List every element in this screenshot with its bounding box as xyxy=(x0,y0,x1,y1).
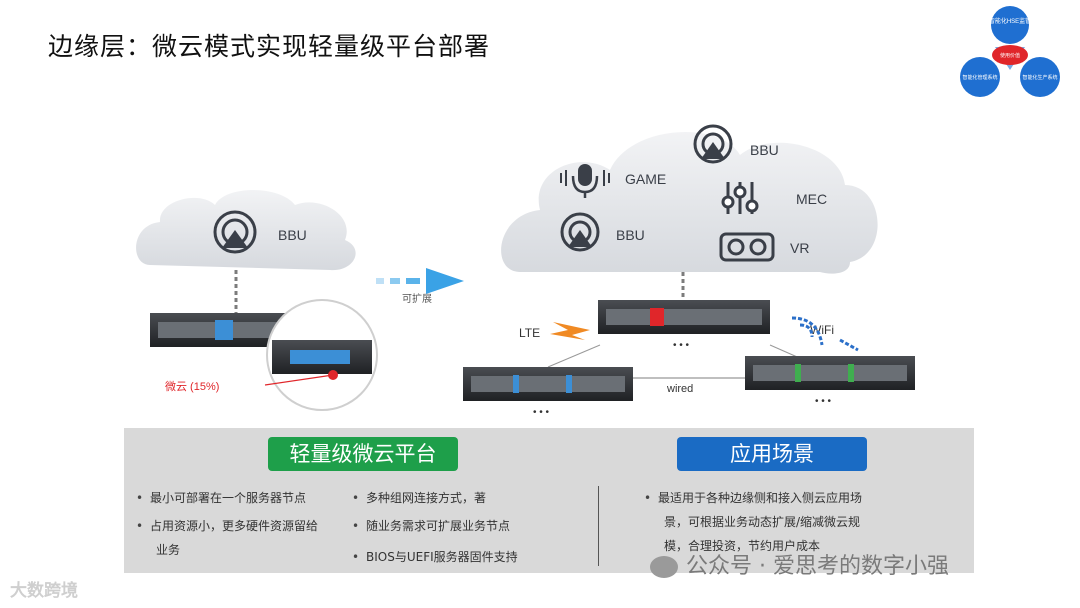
logo-text-right: 智能化生产系统 xyxy=(1022,74,1057,81)
bbu-left-label: BBU xyxy=(616,227,645,243)
logo-circle-left xyxy=(960,57,1000,97)
wifi-label: WiFi xyxy=(810,323,834,337)
brand-logo: 智能化HSE监管 使用价值 智能化管理系统 智能化生产系统 xyxy=(960,6,1060,97)
bottom-right-server xyxy=(745,356,915,390)
wired-label: wired xyxy=(666,383,693,395)
info-panel: 轻量级微云平台 应用场景 •最小可部署在一个服务器节点 •占用资源小，更多硬件资… xyxy=(124,428,974,573)
list-item: •最适用于各种边缘侧和接入侧云应用场景，可根据业务动态扩展/缩减微云规模，合理投… xyxy=(644,491,863,553)
bbu-top-label: BBU xyxy=(750,142,779,158)
center-dots: • • • xyxy=(673,340,690,351)
left-bbu-label: BBU xyxy=(278,227,307,243)
mec-sliders-icon xyxy=(721,182,759,214)
list-item: •多种组网连接方式，著 xyxy=(352,491,487,505)
bottom-left-server xyxy=(463,367,633,401)
bbu-icon xyxy=(213,210,257,254)
list-item: •占用资源小，更多硬件资源留给业务 xyxy=(136,519,319,557)
page-title: 边缘层：微云模式实现轻量级平台部署 xyxy=(48,32,491,61)
bbu-icon-left xyxy=(560,212,600,252)
mec-label: MEC xyxy=(796,191,827,207)
arrow-label: 可扩展 xyxy=(402,292,432,305)
application-scenario-title: 应用场景 xyxy=(677,437,867,471)
logo-center xyxy=(992,45,1028,65)
bottom-right-dots: • • • xyxy=(815,396,832,407)
lte-label: LTE xyxy=(519,326,540,340)
logo-circle-right xyxy=(1020,57,1060,97)
lte-bolt-icon xyxy=(550,322,590,340)
logo-text-center: 使用价值 xyxy=(1000,52,1020,59)
logo-circle-top xyxy=(991,6,1029,44)
wechat-icon xyxy=(650,556,678,578)
corner-watermark: 大数跨境 xyxy=(10,581,78,601)
micro-cloud-label: 微云 (15%) xyxy=(165,379,219,393)
game-label: GAME xyxy=(625,171,666,187)
list-item: •随业务需求可扩展业务节点 xyxy=(352,519,511,533)
wifi-signal-icon xyxy=(791,316,859,352)
center-server xyxy=(598,300,770,334)
expand-arrow xyxy=(376,268,464,294)
list-item: •BIOS与UEFI服务器固件支持 xyxy=(352,550,518,564)
panel-divider xyxy=(598,486,599,566)
vr-headset-icon xyxy=(719,232,775,262)
wechat-watermark: 公众号 · 爱思考的数字小强 xyxy=(650,548,949,580)
lightweight-platform-title: 轻量级微云平台 xyxy=(268,437,458,471)
logo-text-top: 智能化HSE监管 xyxy=(989,17,1031,25)
game-mic-icon xyxy=(560,164,610,198)
vr-label: VR xyxy=(790,240,809,256)
zoom-detail xyxy=(264,299,378,411)
bbu-icon-top xyxy=(693,124,733,164)
right-cloud xyxy=(501,132,878,274)
list-item: •最小可部署在一个服务器节点 xyxy=(136,491,307,505)
bottom-left-dots: • • • xyxy=(533,407,550,418)
logo-text-left: 智能化管理系统 xyxy=(962,74,997,81)
